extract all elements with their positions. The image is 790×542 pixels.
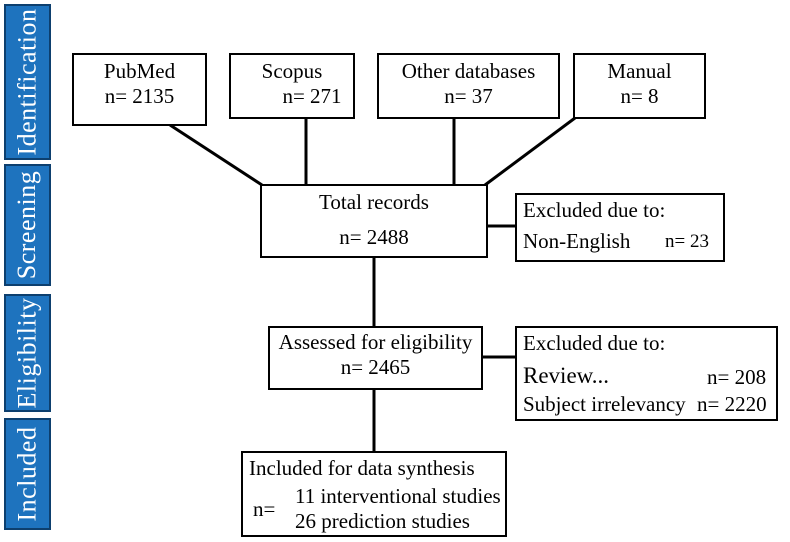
excluded-reason: Review...: [523, 363, 610, 388]
total-records-box: Total records n= 2488: [260, 184, 488, 258]
excluded-screening-box: Excluded due to: Non-English n= 23: [515, 193, 725, 262]
source-name: Manual: [607, 59, 672, 83]
included-n-label: n=: [253, 497, 276, 521]
source-box-other: Other databases n= 37: [377, 53, 560, 119]
source-box-scopus: Scopus n= 271: [229, 53, 355, 119]
source-name: PubMed: [103, 59, 176, 83]
included-line: 11 interventional studies: [295, 484, 501, 508]
excluded-count: n= 208: [707, 365, 767, 389]
included-box: Included for data synthesis n= 11 interv…: [241, 451, 507, 537]
source-box-manual: Manual n= 8: [573, 53, 706, 119]
excluded-screening-count: n= 23: [665, 231, 709, 252]
excluded-count: n= 2220: [697, 392, 767, 416]
assessed-count: n= 2465: [340, 355, 411, 380]
source-count: n= 37: [444, 84, 493, 109]
source-count: n= 271: [282, 84, 342, 109]
source-count: n= 8: [620, 84, 659, 109]
excluded-reason: Subject irrelevancy: [523, 392, 686, 416]
source-box-pubmed: PubMed n= 2135: [72, 53, 207, 126]
excluded-eligibility-title: Excluded due to:: [523, 331, 666, 355]
source-count: n= 2135: [104, 84, 175, 109]
assessed-title: Assessed for eligibility: [278, 330, 473, 354]
stage-screening: Screening: [4, 164, 51, 286]
included-title: Included for data synthesis: [249, 456, 475, 480]
stage-included: Included: [4, 418, 51, 530]
assessed-box: Assessed for eligibility n= 2465: [268, 326, 483, 390]
connector-pubmed-total: [169, 123, 263, 187]
total-records-title: Total records: [319, 190, 429, 214]
stage-eligibility: Eligibility: [4, 294, 51, 412]
excluded-eligibility-box: Excluded due to: Review... n= 208 Subjec…: [515, 326, 778, 421]
included-line: 26 prediction studies: [295, 509, 470, 533]
source-name: Other databases: [401, 59, 536, 83]
excluded-screening-title: Excluded due to:: [523, 198, 666, 222]
connector-manual-total: [484, 116, 576, 187]
source-name: Scopus: [261, 59, 323, 83]
stage-identification: Identification: [4, 4, 51, 160]
excluded-screening-reason: Non-English: [523, 229, 631, 253]
total-records-count: n= 2488: [339, 225, 409, 250]
